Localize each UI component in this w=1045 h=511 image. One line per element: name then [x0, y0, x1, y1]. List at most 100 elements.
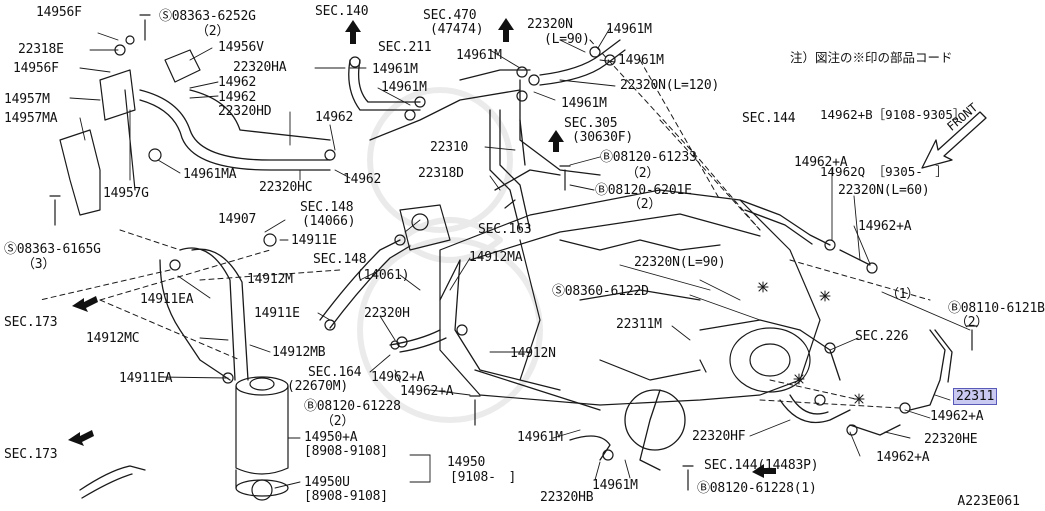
- part-label: 14956F: [13, 61, 59, 76]
- part-label: 14950: [447, 455, 486, 470]
- part-label: （3）: [22, 257, 56, 272]
- part-label: 14912M: [247, 272, 293, 287]
- canister-drawing: [235, 376, 289, 497]
- part-label: Ⓑ08120-61228(1): [697, 481, 817, 496]
- part-label: SEC.148: [300, 200, 354, 215]
- part-label: （2）: [626, 166, 660, 181]
- part-label: 22318D: [418, 166, 464, 181]
- part-label: 14961M: [592, 478, 638, 493]
- figure-id: A223E061: [957, 494, 1020, 509]
- part-label: 14961M: [372, 62, 418, 77]
- part-label: 14961M: [517, 430, 563, 445]
- part-label: 14961M: [456, 48, 502, 63]
- diagram-line-art: [39, 14, 987, 501]
- part-label: 22318E: [18, 42, 64, 57]
- part-label: 22320HC: [259, 180, 313, 195]
- leader-lines: [69, 27, 971, 489]
- part-label: 14911E: [254, 306, 300, 321]
- part-label: （2）: [628, 197, 662, 212]
- part-label: Ⓢ08360-6122D: [552, 284, 649, 299]
- part-label: 14912MB: [272, 345, 326, 360]
- part-label: Ⓑ08110-6121B: [948, 301, 1045, 316]
- part-label: 14912MA: [469, 250, 523, 265]
- part-label: 14962: [343, 172, 382, 187]
- part-label: [9108- ]: [450, 470, 517, 485]
- part-label: 14962+A: [876, 450, 930, 465]
- part-label: Ⓢ08363-6252G: [159, 9, 256, 24]
- part-label: SEC.144(14483P): [704, 458, 819, 473]
- part-label: 14911EA: [140, 292, 194, 307]
- part-label: Ⓑ08120-6201E: [595, 183, 692, 198]
- note-heading: 注）図注の※印の部品コード: [790, 50, 953, 65]
- part-label: (22670M): [287, 379, 349, 394]
- part-label: SEC.226: [855, 329, 909, 344]
- part-label: 14962: [218, 75, 257, 90]
- part-label: 14957M: [4, 92, 50, 107]
- part-label: [8908-9108]: [304, 489, 388, 504]
- part-label: SEC.144: [742, 111, 796, 126]
- part-label: SEC.305: [564, 116, 618, 131]
- bracket-assembly: [59, 35, 201, 216]
- part-label: 22320HD: [218, 104, 272, 119]
- part-label: 14956F: [36, 5, 82, 20]
- hoses: [79, 39, 953, 499]
- part-label: 22320N: [527, 17, 573, 32]
- part-label: 14957G: [103, 186, 149, 201]
- throttle-body: [399, 204, 451, 251]
- part-label: （2）: [196, 24, 230, 39]
- part-label: 14961M: [618, 53, 664, 68]
- part-label: 14961M: [606, 22, 652, 37]
- part-label: SEC.470: [423, 8, 477, 23]
- part-label: （2）: [321, 414, 355, 429]
- part-label: SEC.140: [315, 4, 369, 19]
- note-line-1: 14962+B［9108-9305］: [820, 107, 966, 122]
- part-label: 14950+A: [304, 430, 358, 445]
- hose-clamps: [148, 46, 911, 501]
- part-label: 14961MA: [183, 167, 237, 182]
- part-label: SEC.173: [4, 447, 58, 462]
- part-label: 22320HE: [924, 432, 978, 447]
- asterisk-marks: [757, 281, 865, 405]
- part-label: (14066): [302, 214, 356, 229]
- notes-block: 注）図注の※印の部品コード 14962+B［9108-9305］ 14962Q …: [790, 10, 965, 219]
- part-label: （2）: [955, 315, 989, 330]
- part-label: 22320H: [364, 306, 410, 321]
- part-label: 14950U: [304, 475, 350, 490]
- front-arrow: [921, 111, 987, 169]
- part-label: 14957MA: [4, 111, 58, 126]
- part-label: 22310: [430, 140, 469, 155]
- part-label: SEC.211: [378, 40, 432, 55]
- part-label: （1）: [886, 287, 920, 302]
- part-label: Ⓢ08363-6165G: [4, 242, 101, 257]
- part-label: 14961M: [381, 80, 427, 95]
- part-label: (30630F): [572, 130, 634, 145]
- part-label: 14907: [218, 212, 257, 227]
- part-label: (L=90): [544, 32, 590, 47]
- parts-diagram: 注）図注の※印の部品コード 14962+B［9108-9305］ 14962Q …: [4, 4, 1045, 509]
- part-label: 22320N(L=60): [838, 183, 930, 198]
- part-label: 22320HF: [692, 429, 746, 444]
- part-label: [8908-9108]: [304, 444, 388, 459]
- part-label: SEC.148: [313, 252, 367, 267]
- part-label: 22320N(L=120): [620, 78, 720, 93]
- direction-arrows: [68, 18, 776, 478]
- part-label: 14962: [315, 110, 354, 125]
- part-label: 14956V: [218, 40, 264, 55]
- part-label: 14961M: [561, 96, 607, 111]
- part-label: 14962+A: [794, 155, 848, 170]
- part-label: SEC.163: [478, 222, 532, 237]
- part-label: 14912N: [510, 346, 556, 361]
- part-label: 14911E: [291, 233, 337, 248]
- part-label: 22320N(L=90): [634, 255, 726, 270]
- highlighted-part-label: 22311: [952, 388, 998, 405]
- part-label: 14962+A: [930, 409, 984, 424]
- part-label: 14962+A: [858, 219, 912, 234]
- part-label: (47474): [430, 22, 484, 37]
- part-label: SEC.173: [4, 315, 58, 330]
- part-label: 14962+A: [400, 384, 454, 399]
- part-label: 22311M: [616, 317, 662, 332]
- part-label: 22320HB: [540, 490, 594, 505]
- part-label: Ⓑ08120-61228: [304, 399, 401, 414]
- part-label: 14962+A: [371, 370, 425, 385]
- part-label: SEC.164: [308, 365, 362, 380]
